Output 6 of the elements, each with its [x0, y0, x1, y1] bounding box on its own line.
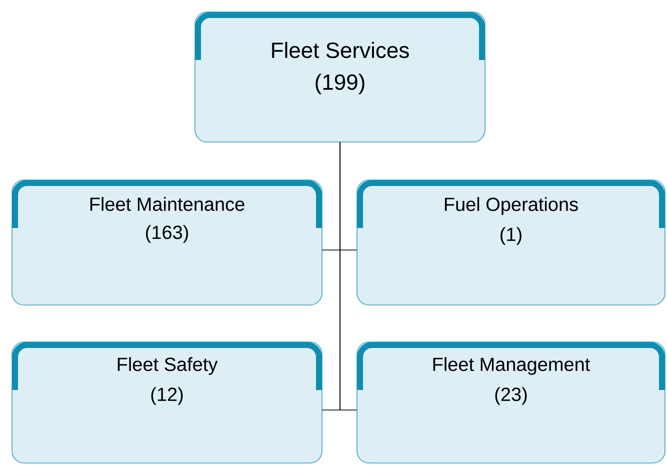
org-box: Fleet Safety (12) — [12, 342, 322, 464]
connector-line — [340, 142, 358, 410]
org-box: Fleet Management (23) — [356, 342, 666, 464]
org-box: Fuel Operations (1) — [356, 180, 666, 306]
org-box: Fleet Services (199) — [194, 12, 486, 142]
org-box: Fleet Maintenance (163) — [12, 180, 322, 306]
